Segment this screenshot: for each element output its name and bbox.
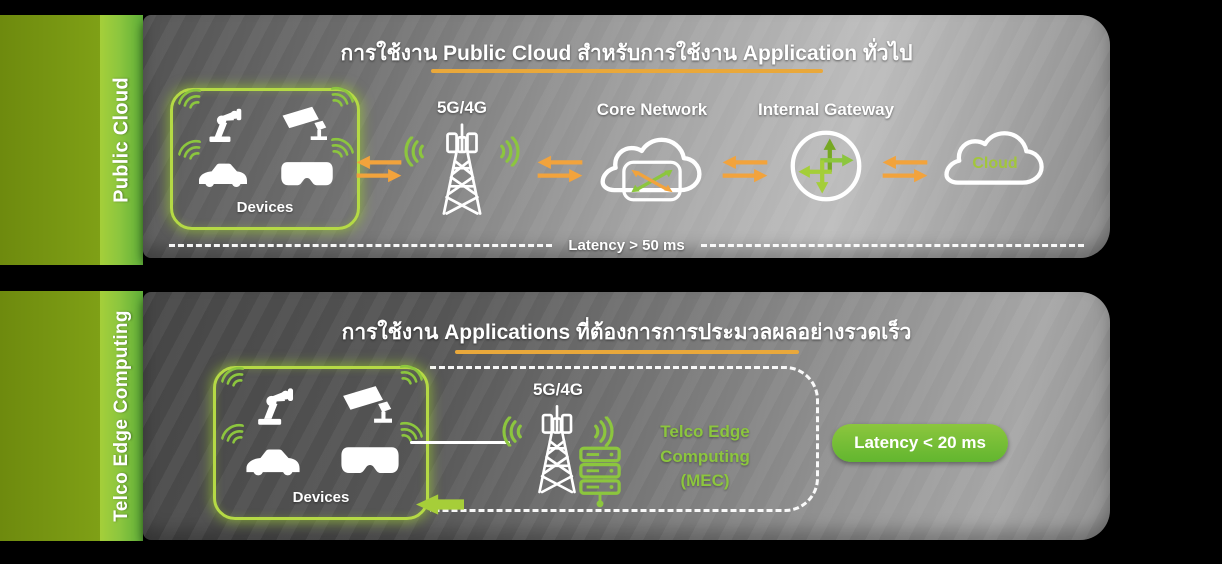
cloud-outline-icon [600, 137, 702, 193]
tower-label: 5G/4G [532, 380, 584, 399]
wifi-signal-icon [177, 88, 202, 109]
crossed-arrows-icon [622, 160, 682, 202]
wifi-signal-icon [330, 86, 355, 107]
public-cloud-sidebar-label: Public Cloud [110, 77, 132, 203]
core-network-node: Core Network [577, 100, 727, 225]
devices-box: Devices [213, 364, 429, 520]
mec-label-line2: (MEC) [680, 471, 730, 491]
devices-label: Devices [292, 489, 350, 506]
edge-server-icon [579, 446, 621, 508]
cctv-device [321, 364, 424, 432]
connector-line [410, 441, 510, 444]
internal-gateway-node: Internal Gateway [746, 100, 906, 225]
radio-waves-right-icon [594, 416, 614, 447]
wifi-signal-icon [220, 366, 245, 387]
mec-dashed-boundary [430, 366, 819, 512]
wifi-signal-icon [220, 423, 245, 444]
cell-tower-icon [442, 123, 482, 215]
connected-car-device [177, 139, 265, 199]
radio-waves-right-icon [500, 136, 520, 167]
title-underline [454, 350, 799, 354]
tower-node: 5G/4G [402, 98, 522, 230]
vr-goggles-device [321, 421, 424, 489]
cctv-camera-icon [282, 106, 327, 140]
wifi-signal-icon [177, 139, 202, 160]
bidirectional-arrows-icon [356, 155, 402, 183]
bidirectional-arrows-icon [537, 155, 583, 183]
cctv-camera-icon [342, 385, 392, 423]
mec-label: Telco Edge Computing (MEC) [620, 420, 790, 494]
edge-computing-title: การใช้งาน Applications ที่ต้องการการประม… [341, 321, 912, 344]
left-olive-column-bottom [0, 291, 100, 541]
car-icon [199, 163, 247, 187]
devices-label: Devices [236, 199, 294, 216]
vr-goggles-icon [340, 447, 399, 474]
internal-gateway-label: Internal Gateway [757, 100, 895, 119]
edge-computing-sidebar: Telco Edge Computing [100, 291, 143, 541]
edge-computing-sidebar-label: Telco Edge Computing [110, 310, 132, 522]
tower-label: 5G/4G [436, 98, 488, 117]
dashed-line-right [700, 244, 1085, 247]
car-icon [245, 449, 300, 475]
cctv-device [265, 86, 355, 148]
cell-tower-icon [538, 404, 576, 494]
dashed-line-left [169, 244, 553, 247]
mec-label-line1: Telco Edge Computing [660, 422, 750, 466]
edge-computing-panel: การใช้งาน Applications ที่ต้องการการประม… [143, 292, 1110, 540]
wifi-signal-icon [399, 421, 424, 442]
latency-badge-text: Latency < 20 ms [854, 433, 986, 452]
vr-goggles-icon [281, 161, 333, 185]
robot-arm-icon [209, 108, 242, 142]
public-cloud-panel: การใช้งาน Public Cloud สำหรับการใช้งาน A… [143, 15, 1110, 258]
left-olive-column-top [0, 15, 100, 265]
wifi-signal-icon [399, 364, 424, 385]
green-left-arrow-icon [416, 494, 464, 515]
cloud-outline-icon [944, 131, 1044, 185]
cloud-text-label: Cloud [972, 155, 1018, 172]
robot-arm-device [177, 88, 265, 148]
connected-car-device [220, 423, 321, 489]
latency-line: Latency > 50 ms [169, 237, 1085, 254]
gateway-router-icon [790, 130, 862, 202]
radio-waves-left-icon [404, 136, 424, 167]
robot-arm-icon [257, 387, 293, 425]
public-cloud-sidebar: Public Cloud [100, 15, 143, 265]
vr-goggles-device [265, 137, 355, 199]
title-underline [430, 69, 823, 73]
latency-badge: Latency < 20 ms [832, 424, 1008, 462]
bidirectional-arrows-icon [882, 155, 928, 183]
bidirectional-arrows-icon [722, 155, 768, 183]
devices-box: Devices [170, 86, 360, 230]
robot-arm-device [220, 366, 321, 432]
tower-node: 5G/4G [498, 380, 618, 508]
latency-value: Latency > 50 ms [568, 237, 685, 254]
wifi-signal-icon [330, 137, 355, 158]
core-network-label: Core Network [596, 100, 708, 119]
radio-waves-left-icon [502, 416, 522, 447]
public-cloud-title: การใช้งาน Public Cloud สำหรับการใช้งาน A… [340, 42, 913, 65]
cloud-node: Cloud [935, 115, 1055, 215]
